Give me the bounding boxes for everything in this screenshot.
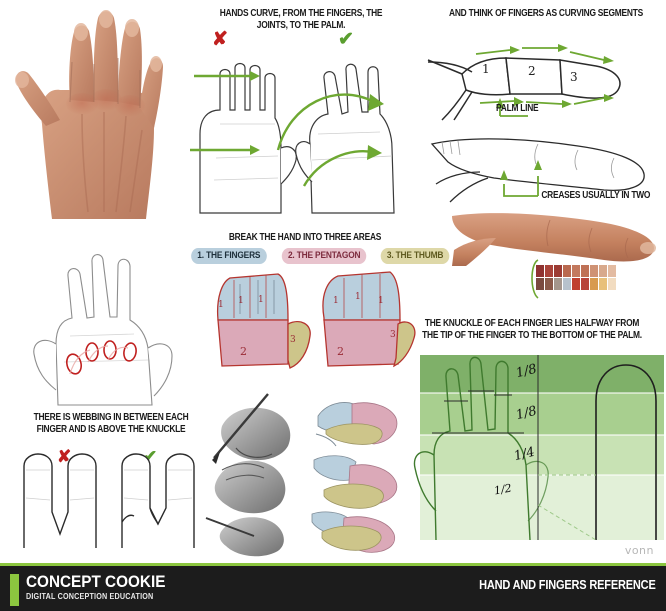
painted-hand-illustration [4,4,184,220]
curved-arrow-top [276,93,375,151]
cross-icon: ✘ [212,29,228,50]
badge-pentagon[interactable]: 2. THE PENTAGON [281,248,367,264]
badge-fingers[interactable]: 1. THE FINGERS [191,248,267,264]
segment-number-3: 3 [570,70,578,84]
three-areas-diagram [208,268,416,373]
color-swatch-2-7 [590,278,598,290]
cross-icon-webbing: ✘ [57,447,72,466]
color-swatch-2-6 [581,278,589,290]
color-swatch-2-1 [536,278,544,290]
color-swatch-1-5 [572,265,580,277]
caption-knuckle-rule: THE KNUCKLE OF EACH FINGER LIES HALFWAY … [422,318,642,341]
color-swatch-1-2 [545,265,553,277]
sheet-title: HAND AND FINGERS REFERENCE [479,578,656,592]
color-swatch-2-2 [545,278,553,290]
check-icon: ✔ [338,29,354,50]
region-label-thumb-b: 3 [390,330,396,340]
footer-accent-bar [10,574,19,606]
region-label-fingers-b: 1 [238,296,244,306]
webbing-compare-diagram [18,452,204,548]
skin-color-palette [536,265,616,290]
palette-bracket [531,259,539,299]
segment-number-2: 2 [528,64,536,78]
caption-break-hand: BREAK THE HAND INTO THREE AREAS [228,232,382,243]
curved-arrow-bottom [302,150,373,187]
hand-planes-study [205,392,406,557]
region-label-pentagon-a: 2 [240,345,247,358]
badge-thumb[interactable]: 3. THE THUMB [380,248,450,264]
region-label-fingers-f: 1 [378,296,384,306]
webbing-location-diagram [12,240,192,406]
color-swatch-1-4 [563,265,571,277]
caption-creases: CREASES USUALLY IN TWO [541,190,651,201]
brand-tagline: DIGITAL CONCEPTION EDUCATION [26,592,154,601]
brand-name: CONCEPT COOKIE [26,572,166,591]
artist-watermark: vonn [624,544,654,557]
caption-webbing: THERE IS WEBBING IN BETWEEN EACH FINGER … [33,412,189,435]
segment-number-1: 1 [482,62,490,76]
color-swatch-2-9 [608,278,616,290]
color-swatch-2-8 [599,278,607,290]
hand-curve-diagram [186,48,420,220]
color-swatch-1-6 [581,265,589,277]
knuckle-proportion-diagram [413,355,664,541]
hand-creases-diagram [428,128,664,206]
color-swatch-2-4 [563,278,571,290]
painted-side-hand [440,210,664,266]
color-swatch-1-1 [536,265,544,277]
region-label-fingers-e: 1 [355,292,361,302]
caption-hands-curve: HANDS CURVE, FROM THE FINGERS, THE JOINT… [219,8,383,31]
footer-bar: CONCEPT COOKIE DIGITAL CONCEPTION EDUCAT… [0,563,666,611]
color-swatch-1-9 [608,265,616,277]
finger-segments-diagram [427,24,664,121]
label-palm-line: PALM LINE [496,103,539,114]
color-swatch-1-8 [599,265,607,277]
area-badges: 1. THE FINGERS 2. THE PENTAGON 3. THE TH… [186,248,454,264]
region-label-fingers-a: 1 [218,300,224,310]
region-label-fingers-c: 1 [258,295,264,305]
region-label-thumb-a: 3 [290,335,296,345]
color-swatch-2-5 [572,278,580,290]
color-swatch-2-3 [554,278,562,290]
caption-curving-segments: AND THINK OF FINGERS AS CURVING SEGMENTS [449,8,643,19]
region-label-pentagon-b: 2 [337,345,344,358]
region-label-fingers-d: 1 [333,296,339,306]
color-swatch-1-3 [554,265,562,277]
color-swatch-1-7 [590,265,598,277]
